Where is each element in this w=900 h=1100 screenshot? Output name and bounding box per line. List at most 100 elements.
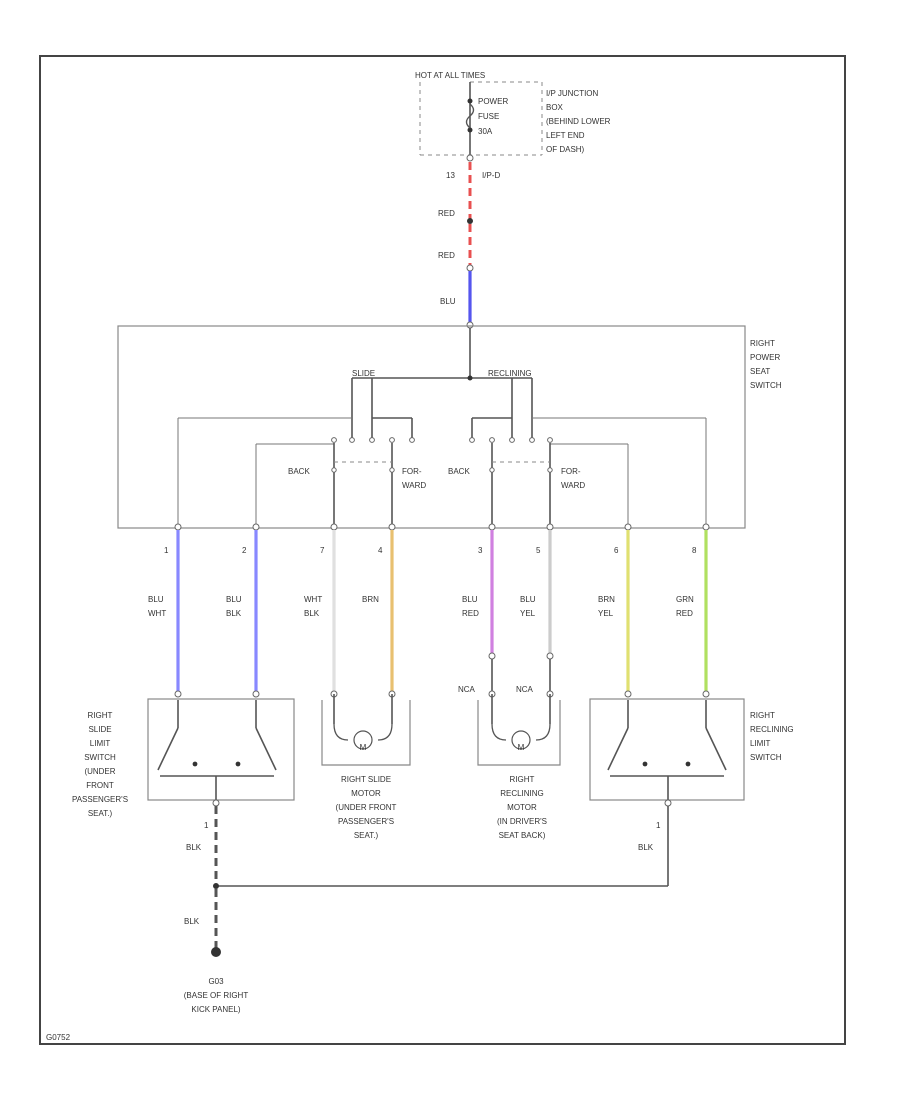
nca-label-left: NCA: [458, 685, 476, 694]
junction-box-label-4: LEFT END: [546, 131, 585, 140]
switch-label-4: SWITCH: [750, 381, 782, 390]
wire-label-blu: BLU: [440, 297, 456, 306]
wire-color-label-1: BLU: [148, 595, 164, 604]
slide-limit-label-2: SLIDE: [88, 725, 111, 734]
wire-color-label-3: WHT: [304, 595, 322, 604]
wire-color-label-2-7: YEL: [598, 609, 614, 618]
ground-location-2: KICK PANEL): [191, 1005, 241, 1014]
switch-pin-number-8: 8: [692, 546, 697, 555]
reclining-motor-label-3: MOTOR: [507, 803, 537, 812]
reclining-limit-label-1: RIGHT: [750, 711, 775, 720]
slide-motor-label-3: (UNDER FRONT: [336, 803, 397, 812]
component-pin-7: [624, 690, 632, 698]
reclining-motor-m: M: [518, 743, 525, 752]
wire-color-label-2-5: RED: [462, 609, 479, 618]
fuse-label-3: 30A: [478, 127, 493, 136]
wire-label-red-2: RED: [438, 251, 455, 260]
ground-pin-right: 1: [656, 821, 661, 830]
slide-motor-label-1: RIGHT SLIDE: [341, 775, 391, 784]
slide-forward-label-2: WARD: [402, 481, 426, 490]
supply-wire: RED RED BLU: [438, 162, 474, 329]
slide-motor-m: M: [360, 743, 367, 752]
reclining-limit-label-3: LIMIT: [750, 739, 771, 748]
switch-pin-8: [702, 523, 710, 531]
connector-pin-top: 13: [446, 171, 455, 180]
switch-pin-number-5: 5: [536, 546, 541, 555]
wire-color-label-6: BLU: [520, 595, 536, 604]
ground-wire-right: BLK: [638, 843, 654, 852]
component-pin-8: [702, 690, 710, 698]
component-pin-1: [174, 690, 182, 698]
slide-motor-symbol: [353, 730, 373, 750]
reclining-limit-label-4: SWITCH: [750, 753, 782, 762]
junction-box-label-1: I/P JUNCTION: [546, 89, 599, 98]
wire-color-label-2-2: BLK: [226, 609, 242, 618]
connector-name-top: I/P-D: [482, 171, 500, 180]
reclining-motor-label-2: RECLINING: [500, 789, 544, 798]
switch-pin-number-2: 2: [242, 546, 247, 555]
switch-pin-3: [488, 523, 496, 531]
fuse-symbol: [465, 103, 475, 129]
slide-motor-label-4: PASSENGER'S: [338, 817, 394, 826]
section-reclining: RECLINING: [488, 369, 532, 378]
slide-back-label: BACK: [288, 467, 310, 476]
fuse-label-2: FUSE: [478, 112, 499, 121]
ground-point: [211, 947, 221, 957]
switch-pin-number-1: 1: [164, 546, 169, 555]
wire-color-label-4: BRN: [362, 595, 379, 604]
slide-limit-label-4: SWITCH: [84, 753, 116, 762]
ground-name: G03: [208, 977, 224, 986]
slide-limit-label-5: (UNDER: [84, 767, 115, 776]
wire-color-label-2-8: RED: [676, 609, 693, 618]
ground-pin-left: 1: [204, 821, 209, 830]
switch-pin-1: [174, 523, 182, 531]
reclining-motor-label-1: RIGHT: [510, 775, 535, 784]
reclining-limit-label-2: RECLINING: [750, 725, 794, 734]
switch-pin-number-4: 4: [378, 546, 383, 555]
reclining-limit-switch: RIGHT RECLINING LIMIT SWITCH: [589, 698, 794, 807]
component-pin-2: [252, 690, 260, 698]
slide-motor-label-2: MOTOR: [351, 789, 381, 798]
power-seat-switch: RIGHT POWER SEAT SWITCH SLIDE RECLINING …: [117, 325, 782, 529]
switch-label-3: SEAT: [750, 367, 770, 376]
wire-color-label-2-1: WHT: [148, 609, 166, 618]
nca-connector-top-5: [488, 652, 496, 660]
switch-pin-4: [388, 523, 396, 531]
ground-wire-left: BLK: [186, 843, 202, 852]
slide-forward-label-1: FOR-: [402, 467, 422, 476]
reclining-motor-label-5: SEAT BACK): [499, 831, 546, 840]
recline-forward-label-1: FOR-: [561, 467, 581, 476]
slide-limit-label-7: PASSENGER'S: [72, 795, 128, 804]
footer-code: G0752: [46, 1033, 71, 1042]
wire-color-label-2: BLU: [226, 595, 242, 604]
slide-limit-switch: RIGHT SLIDE LIMIT SWITCH (UNDER FRONT PA…: [72, 698, 295, 818]
recline-back-label: BACK: [448, 467, 470, 476]
switch-pin-7: [330, 523, 338, 531]
wire-color-label-2-6: YEL: [520, 609, 536, 618]
slide-motor: M RIGHT SLIDE MOTOR (UNDER FRONT PASSENG…: [321, 694, 411, 840]
wire-color-label-7: BRN: [598, 595, 615, 604]
recline-forward-label-2: WARD: [561, 481, 585, 490]
fuse-label-1: POWER: [478, 97, 508, 106]
nca-label-right: NCA: [516, 685, 534, 694]
slide-limit-label-1: RIGHT: [88, 711, 113, 720]
ground-circuit: 1 1 BLK BLK BLK G03 (BASE OF RIGHT KICK …: [184, 806, 669, 1014]
switch-pin-number-6: 6: [614, 546, 619, 555]
switch-pin-number-7: 7: [320, 546, 325, 555]
reclining-motor-symbol: [511, 730, 531, 750]
slide-limit-label-8: SEAT.): [88, 809, 113, 818]
nca-connector-top-6: [546, 652, 554, 660]
switch-label-1: RIGHT: [750, 339, 775, 348]
fuse-header: HOT AT ALL TIMES: [415, 71, 485, 80]
junction-box-label-2: BOX: [546, 103, 564, 112]
ground-wire-lower: BLK: [184, 917, 200, 926]
switch-pin-2: [252, 523, 260, 531]
harness-wires: 1BLUWHT2BLUBLK7WHTBLK4BRN3BLURED5BLUYEL6…: [148, 523, 710, 698]
wire-color-label-2-3: BLK: [304, 609, 320, 618]
switch-pin-5: [546, 523, 554, 531]
junction-box-label-3: (BEHIND LOWER: [546, 117, 611, 126]
ground-location-1: (BASE OF RIGHT: [184, 991, 249, 1000]
wire-color-label-5: BLU: [462, 595, 478, 604]
slide-motor-label-5: SEAT.): [354, 831, 379, 840]
